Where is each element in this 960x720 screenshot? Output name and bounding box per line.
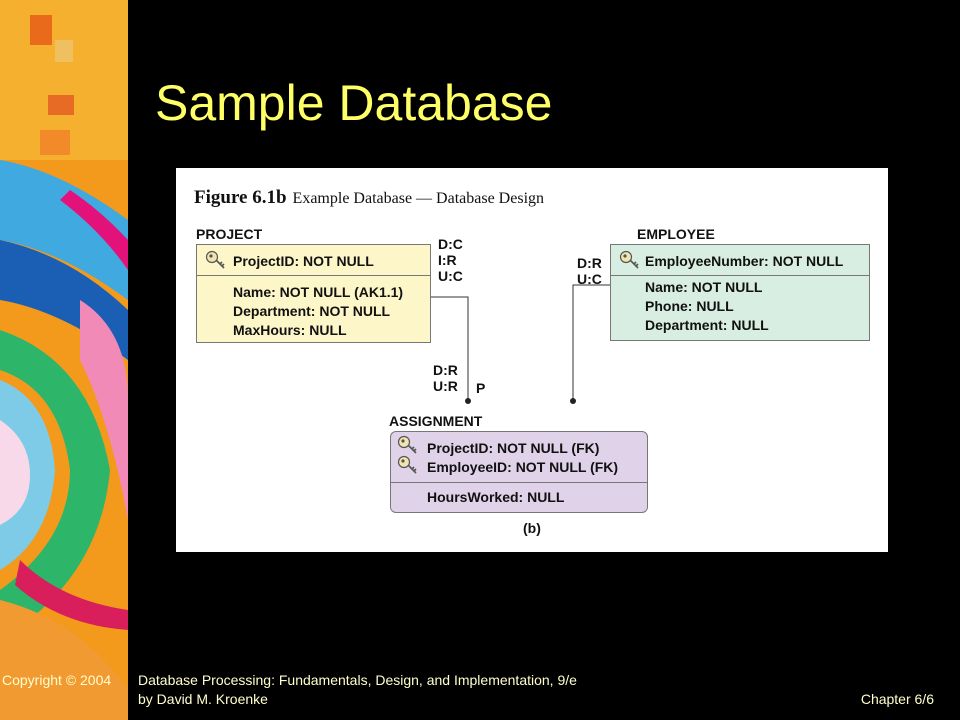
cardinality-rule: D:R bbox=[433, 362, 458, 378]
project-entity: ProjectID: NOT NULL Name: NOT NULL (AK1.… bbox=[196, 244, 431, 343]
figure-sub-label: (b) bbox=[523, 520, 541, 536]
cardinality-rule: U:C bbox=[577, 271, 602, 287]
employee-entity-name: EMPLOYEE bbox=[637, 226, 715, 242]
assignment-key-section: ProjectID: NOT NULL (FK) EmployeeID: NOT… bbox=[391, 432, 647, 483]
project-entity-name: PROJECT bbox=[196, 226, 263, 242]
employee-attr: Phone: NULL bbox=[645, 298, 734, 314]
side-artwork bbox=[0, 0, 128, 720]
figure-number: Figure 6.1b bbox=[194, 187, 287, 208]
cardinality-rule: U:C bbox=[438, 268, 463, 284]
assignment-key-attr: EmployeeID: NOT NULL (FK) bbox=[427, 459, 619, 475]
employee-cardinality: D:R U:C bbox=[577, 255, 602, 287]
employee-key-attr: EmployeeNumber: NOT NULL bbox=[645, 253, 844, 269]
assignment-cardinality: D:R U:R bbox=[433, 362, 458, 394]
child-end-dot bbox=[570, 398, 576, 404]
cardinality-rule: D:R bbox=[577, 255, 602, 271]
figure-caption-text: Example Database — Database Design bbox=[292, 190, 545, 207]
figure-caption: Figure 6.1b Example Database — Database D… bbox=[194, 187, 544, 209]
employee-attr: Department: NULL bbox=[645, 317, 769, 333]
footer-copyright: Copyright © 2004 bbox=[2, 672, 112, 688]
project-key-attr: ProjectID: NOT NULL bbox=[233, 253, 374, 269]
footer-chapter: Chapter 6/6 bbox=[860, 691, 934, 707]
key-icon bbox=[619, 250, 639, 269]
assignment-entity: ProjectID: NOT NULL (FK) EmployeeID: NOT… bbox=[390, 431, 648, 513]
assignment-entity-name: ASSIGNMENT bbox=[389, 413, 483, 429]
slide-title: Sample Database bbox=[155, 75, 553, 131]
project-attr: MaxHours: NULL bbox=[233, 322, 347, 338]
cardinality-rule: U:R bbox=[433, 378, 458, 394]
employee-entity: EmployeeNumber: NOT NULL Name: NOT NULL … bbox=[610, 244, 870, 341]
project-key-section: ProjectID: NOT NULL bbox=[197, 245, 430, 276]
key-icon bbox=[397, 435, 417, 454]
project-attr: Name: NOT NULL (AK1.1) bbox=[233, 284, 404, 300]
child-end-dot bbox=[465, 398, 471, 404]
cardinality-rule: I:R bbox=[438, 252, 457, 268]
assignment-attr: HoursWorked: NULL bbox=[427, 489, 565, 505]
assignment-key-attr: ProjectID: NOT NULL (FK) bbox=[427, 440, 600, 456]
project-attr: Department: NOT NULL bbox=[233, 303, 391, 319]
employee-key-section: EmployeeNumber: NOT NULL bbox=[611, 245, 869, 276]
identifying-marker: P bbox=[476, 380, 486, 396]
figure-panel: Figure 6.1b Example Database — Database D… bbox=[176, 168, 888, 552]
key-icon bbox=[397, 455, 417, 474]
key-icon bbox=[205, 250, 225, 269]
cardinality-rule: D:C bbox=[438, 236, 463, 252]
footer-book-title: Database Processing: Fundamentals, Desig… bbox=[138, 672, 577, 688]
footer-author: by David M. Kroenke bbox=[138, 691, 268, 707]
project-cardinality: D:C I:R U:C bbox=[438, 236, 463, 284]
employee-attr: Name: NOT NULL bbox=[645, 279, 763, 295]
relationship-lines bbox=[431, 284, 610, 404]
